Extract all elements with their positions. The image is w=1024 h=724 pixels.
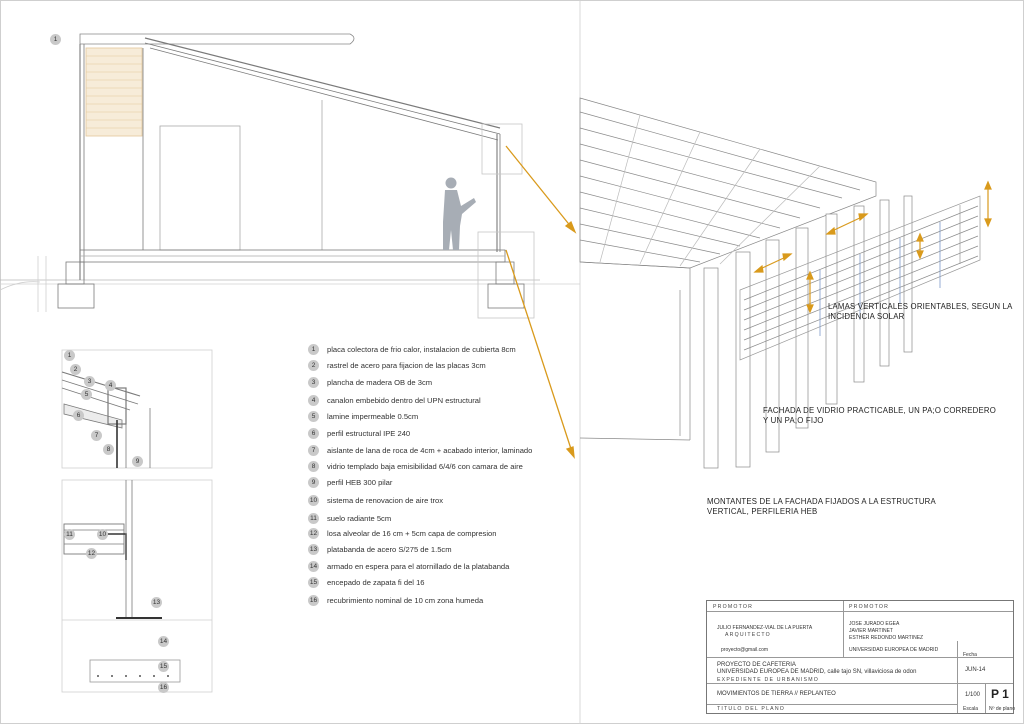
detail-bubble: 12 xyxy=(86,548,97,559)
annotation-line: Y UN PA;O FIJO xyxy=(763,416,824,425)
scale-label: Escala xyxy=(963,706,979,712)
project-name: PROYECTO DE CAFETERIA xyxy=(717,662,796,668)
plan-number: P 1 xyxy=(991,687,1009,701)
annotation-lamas: LAMAS VERTICALES ORIENTABLES, SEGUN LA I… xyxy=(828,302,1013,322)
annotation-fachada: FACHADA DE VIDRIO PRACTICABLE, UN PA;O C… xyxy=(763,406,996,426)
annotation-line: VERTICAL, PERFILERIA HEB xyxy=(707,507,818,516)
author-name: JULIO FERNANDEZ-VIAL DE LA PUERTA xyxy=(717,625,813,631)
annotation-line: MONTANTES DE LA FACHADA FIJADOS A LA EST… xyxy=(707,497,936,506)
detail-bubble: 4 xyxy=(105,380,116,391)
plan-title: MOVIMIENTOS DE TIERRA // REPLANTEO xyxy=(717,691,836,697)
title-block: PROMOTOR PROMOTOR JULIO FERNANDEZ-VIAL D… xyxy=(706,600,1016,714)
fecha-label: Fecha xyxy=(963,652,977,658)
project-address: UNIVERSIDAD EUROPEA DE MADRID, calle taj… xyxy=(717,669,917,675)
detail-bubble: 11 xyxy=(64,529,75,540)
plan-date: JUN-14 xyxy=(965,667,986,673)
plan-scale: 1/100 xyxy=(965,692,981,698)
annotation-montantes: MONTANTES DE LA FACHADA FIJADOS A LA EST… xyxy=(707,497,936,517)
detail-top xyxy=(61,349,213,469)
detail-bubble: 13 xyxy=(151,597,162,608)
team-member: JOSE JURADO EGEA xyxy=(849,621,900,627)
detail-bubble: 7 xyxy=(91,430,102,441)
detail-bubble: 14 xyxy=(158,636,169,647)
plan-number-label: Nº de plano xyxy=(989,706,1016,712)
detail-bubble: 1 xyxy=(64,350,75,361)
building-section xyxy=(0,33,580,319)
annotation-line: INCIDENCIA SOLAR xyxy=(828,312,905,321)
detail-bubble: 10 xyxy=(97,529,108,540)
facade-perspective xyxy=(579,97,981,469)
detail-bubble: 2 xyxy=(70,364,81,375)
detail-bubble: 8 xyxy=(103,444,114,455)
detail-bubble: 5 xyxy=(81,389,92,400)
team-member: JAVIER MARTINET xyxy=(849,628,893,634)
detail-bubble: 6 xyxy=(73,410,84,421)
annotation-line: FACHADA DE VIDRIO PRACTICABLE, UN PA;O C… xyxy=(763,406,997,415)
plan-title-label: TITULO DEL PLANO xyxy=(717,706,786,712)
detail-bottom xyxy=(61,479,213,693)
detail-bubble: 16 xyxy=(158,682,169,693)
movement-arrows xyxy=(753,180,992,314)
detail-bubble: 3 xyxy=(84,376,95,387)
promotor-right-label: PROMOTOR xyxy=(849,604,890,610)
author-role: ARQUITECTO xyxy=(725,632,771,638)
human-figure xyxy=(443,177,476,250)
team-member: ESTHER REDONDO MARTINEZ xyxy=(849,635,924,641)
section-reference-bubble: 1 xyxy=(50,34,61,45)
detail-bubble: 15 xyxy=(158,661,169,672)
university-small: UNIVERSIDAD EUROPEA DE MADRID xyxy=(849,647,939,653)
promotor-left-label: PROMOTOR xyxy=(713,604,754,610)
detail-bubble: 9 xyxy=(132,456,143,467)
expediente-label: EXPEDIENTE DE URBANISMO xyxy=(717,677,819,683)
annotation-line: LAMAS VERTICALES ORIENTABLES, SEGUN LA xyxy=(828,302,1013,311)
callout-arrows xyxy=(505,145,577,459)
author-email: proyecto@gmail.com xyxy=(721,647,769,653)
